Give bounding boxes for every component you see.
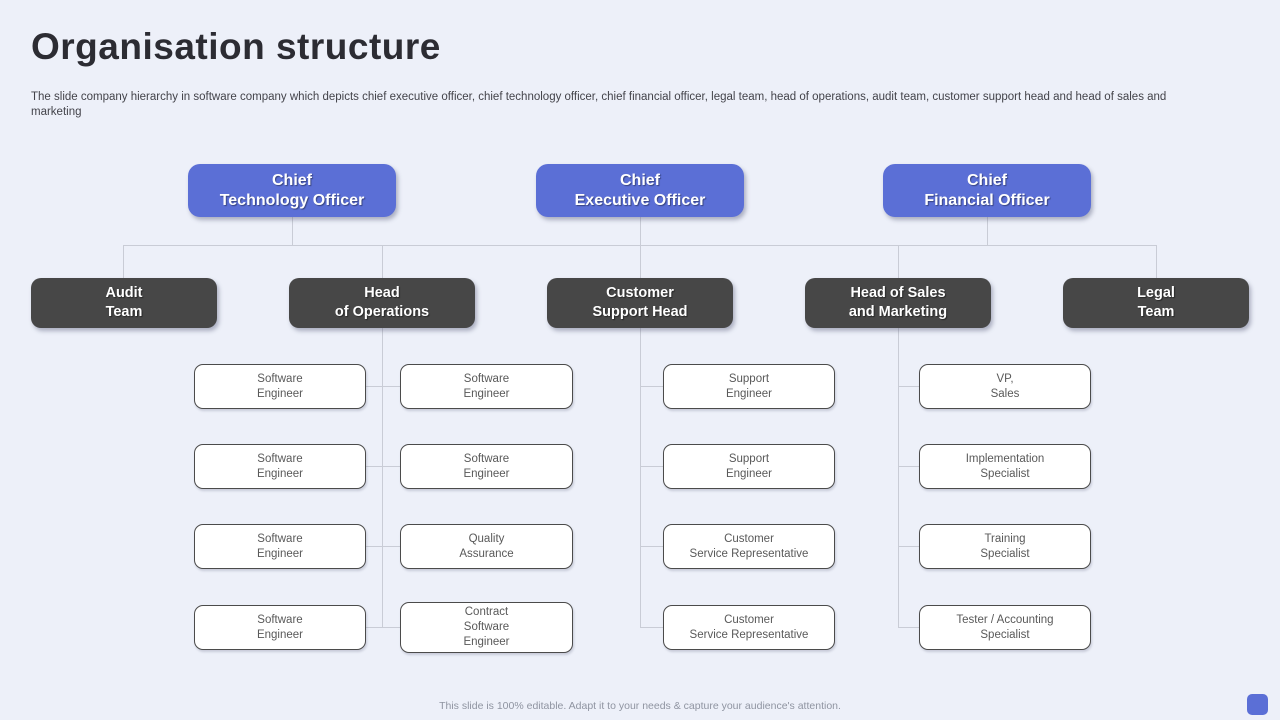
connector-trunk-operations xyxy=(382,328,383,627)
connector-line xyxy=(898,386,919,387)
connector-trunk-support xyxy=(640,328,641,627)
leaf-box-software-engineer[interactable]: Software Engineer xyxy=(194,524,366,569)
connector-line xyxy=(292,217,293,245)
connector-line xyxy=(123,245,1156,246)
dept-box-customer-support-head[interactable]: Customer Support Head xyxy=(547,278,733,328)
connector-line xyxy=(640,627,663,628)
connector-line xyxy=(898,546,919,547)
connector-line xyxy=(987,217,988,245)
exec-box-chief-financial-officer[interactable]: Chief Financial Officer xyxy=(883,164,1091,217)
editable-note: This slide is 100% editable. Adapt it to… xyxy=(439,700,841,712)
connector-line xyxy=(640,546,663,547)
page-title: Organisation structure xyxy=(31,26,441,67)
leaf-box-quality-assurance[interactable]: Quality Assurance xyxy=(400,524,573,569)
connector-line xyxy=(640,245,641,278)
connector-line xyxy=(366,627,400,628)
connector-line xyxy=(123,245,124,278)
connector-line xyxy=(366,386,400,387)
leaf-box-training-specialist[interactable]: Training Specialist xyxy=(919,524,1091,569)
leaf-box-software-engineer[interactable]: Software Engineer xyxy=(400,444,573,489)
leaf-box-vp-sales[interactable]: VP, Sales xyxy=(919,364,1091,409)
leaf-box-customer-service-representative[interactable]: Customer Service Representative xyxy=(663,524,835,569)
dept-box-head-of-operations[interactable]: Head of Operations xyxy=(289,278,475,328)
connector-line xyxy=(898,627,919,628)
connector-trunk-sales xyxy=(898,328,899,627)
leaf-box-implementation-specialist[interactable]: Implementation Specialist xyxy=(919,444,1091,489)
connector-line xyxy=(640,386,663,387)
leaf-box-software-engineer[interactable]: Software Engineer xyxy=(400,364,573,409)
exec-box-chief-technology-officer[interactable]: Chief Technology Officer xyxy=(188,164,396,217)
leaf-box-customer-service-representative[interactable]: Customer Service Representative xyxy=(663,605,835,650)
leaf-box-support-engineer[interactable]: Support Engineer xyxy=(663,444,835,489)
leaf-box-software-engineer[interactable]: Software Engineer xyxy=(194,605,366,650)
leaf-box-support-engineer[interactable]: Support Engineer xyxy=(663,364,835,409)
leaf-box-tester-accounting-specialist[interactable]: Tester / Accounting Specialist xyxy=(919,605,1091,650)
corner-accent-shape[interactable] xyxy=(1247,694,1268,715)
leaf-box-contract-software-engineer[interactable]: Contract Software Engineer xyxy=(400,602,573,653)
connector-line xyxy=(382,245,383,278)
leaf-box-software-engineer[interactable]: Software Engineer xyxy=(194,444,366,489)
dept-box-audit-team[interactable]: Audit Team xyxy=(31,278,217,328)
connector-line xyxy=(898,245,899,278)
leaf-box-software-engineer[interactable]: Software Engineer xyxy=(194,364,366,409)
dept-box-legal-team[interactable]: Legal Team xyxy=(1063,278,1249,328)
connector-line xyxy=(898,466,919,467)
exec-box-chief-executive-officer[interactable]: Chief Executive Officer xyxy=(536,164,744,217)
connector-line xyxy=(366,546,400,547)
connector-line xyxy=(1156,245,1157,278)
slide-description: The slide company hierarchy in software … xyxy=(31,91,1167,118)
connector-line xyxy=(640,217,641,245)
dept-box-head-of-sales-marketing[interactable]: Head of Sales and Marketing xyxy=(805,278,991,328)
connector-line xyxy=(640,466,663,467)
connector-line xyxy=(366,466,400,467)
